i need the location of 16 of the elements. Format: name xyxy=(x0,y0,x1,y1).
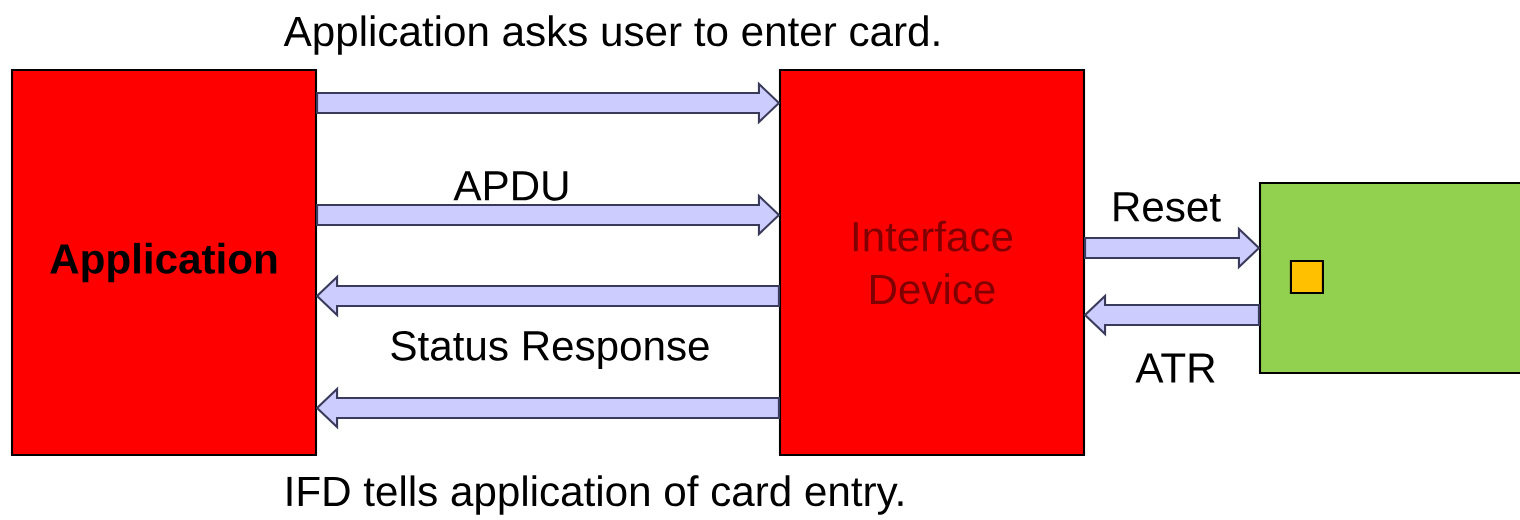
edge-label: APDU xyxy=(453,171,568,201)
arrow xyxy=(316,81,781,125)
card-drawing xyxy=(1258,181,1520,375)
arrow xyxy=(1084,226,1261,270)
note-text: IFD tells application of card entry. xyxy=(287,475,903,515)
arrow xyxy=(1083,293,1260,337)
arrow xyxy=(315,274,780,318)
note-text: Application asks user to enter card. xyxy=(283,15,939,55)
edge-label: Reset xyxy=(1114,192,1221,222)
application-box: Application xyxy=(10,68,318,457)
edge-label: Status Response xyxy=(391,330,709,370)
arrow xyxy=(316,193,781,237)
edge-label: ATR xyxy=(1135,353,1215,383)
chip-square xyxy=(1289,259,1324,294)
arrow xyxy=(315,386,780,430)
interface-device-box: Interface Device xyxy=(778,68,1086,457)
